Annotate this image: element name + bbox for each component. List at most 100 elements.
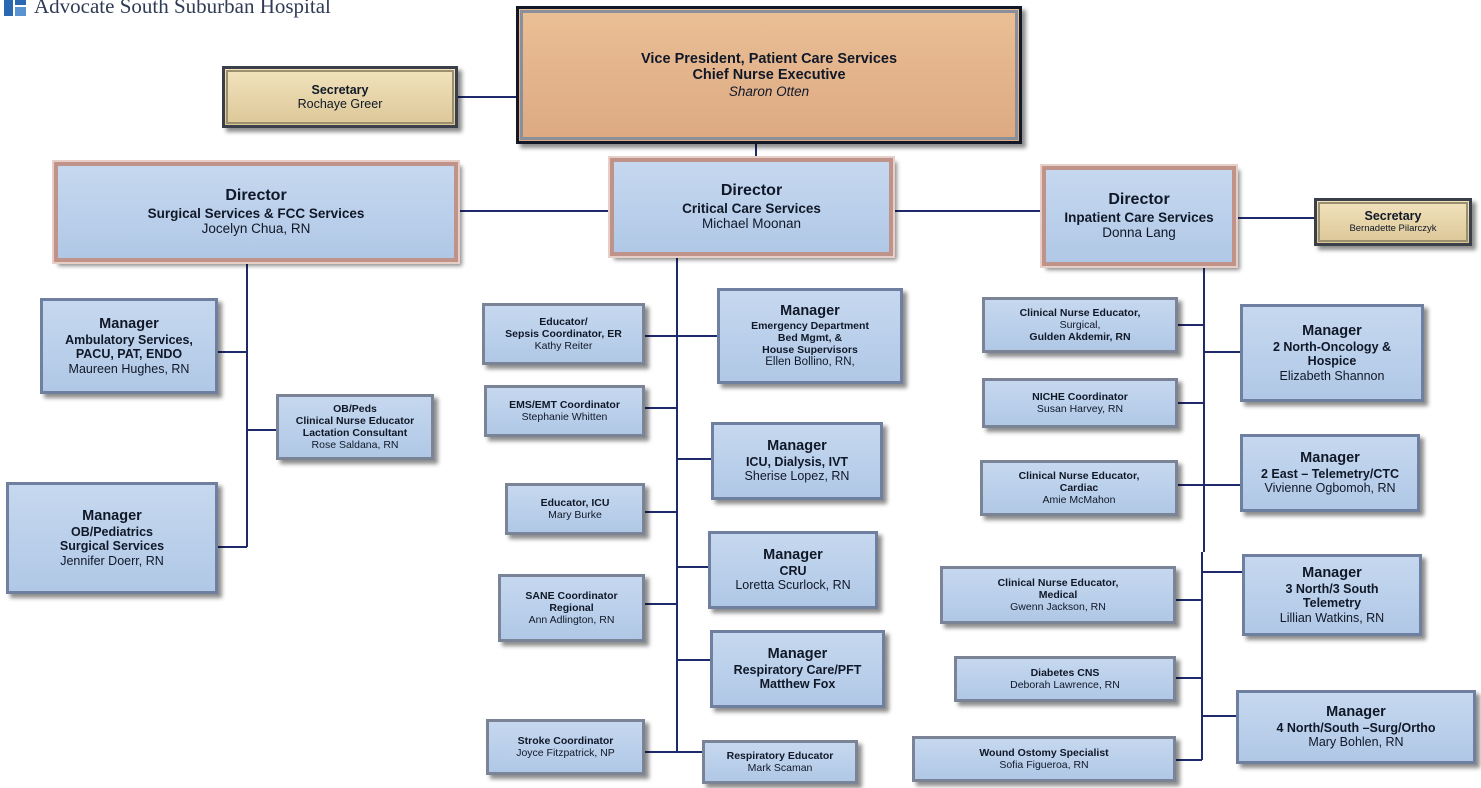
unit-line: Bed Mgmt, & (777, 331, 843, 344)
manager-respiratory-box: Manager Respiratory Care/PFT Matthew Fox (710, 630, 885, 708)
unit-line: OB/Pediatrics (71, 524, 153, 539)
manager-ambulatory-box: Manager Ambulatory Services, PACU, PAT, … (40, 298, 218, 394)
staff-name: Deborah Lawrence, RN (1010, 679, 1120, 691)
staff-name: Maureen Hughes, RN (68, 361, 190, 376)
secretary-box: Secretary Bernadette Pilarczyk (1314, 198, 1472, 246)
respiratory-educator-box: Respiratory Educator Mark Scaman (702, 740, 858, 784)
staff-name: Joyce Fitzpatrick, NP (516, 747, 615, 759)
unit-line: 2 East – Telemetry/CTC (1260, 466, 1400, 481)
staff-name: Mark Scaman (747, 762, 813, 774)
role-line: Surgical, (1059, 318, 1101, 331)
unit-line: Ambulatory Services, (65, 332, 193, 347)
role-line: Stroke Coordinator (517, 734, 614, 747)
unit-line: PACU, PAT, ENDO (75, 347, 183, 362)
secretary-name: Bernadette Pilarczyk (1349, 222, 1437, 234)
vp-title: Vice President, Patient Care Services (640, 50, 898, 67)
niche-coordinator-box: NICHE Coordinator Susan Harvey, RN (982, 378, 1178, 428)
director-department: Surgical Services & FCC Services (147, 205, 365, 221)
role-line: NICHE Coordinator (1032, 390, 1128, 403)
role-line: Respiratory Educator (726, 749, 834, 762)
secretary-name: Rochaye Greer (297, 97, 383, 111)
manager-title: Manager (780, 302, 840, 319)
manager-3north-box: Manager 3 North/3 South Telemetry Lillia… (1242, 554, 1422, 636)
staff-name: Sofia Figueroa, RN (999, 759, 1089, 771)
director-department: Critical Care Services (682, 200, 821, 216)
staff-name: Gulden Akdemir, RN (1029, 331, 1131, 344)
secretary-title: Secretary (1364, 209, 1422, 224)
vp-box: Vice President, Patient Care Services Ch… (516, 6, 1022, 144)
cne-medical-box: Clinical Nurse Educator, Medical Gwenn J… (940, 566, 1176, 624)
unit-line: CRU (779, 563, 807, 578)
staff-name: Stephanie Whitten (521, 411, 608, 423)
director-inpatient-box: Director Inpatient Care Services Donna L… (1040, 164, 1238, 268)
role-line: Sepsis Coordinator, ER (505, 327, 622, 340)
manager-title: Manager (99, 316, 159, 333)
director-title: Director (1108, 191, 1170, 209)
role-line: Regional (549, 601, 594, 614)
role-line: Clinical Nurse Educator, (1018, 469, 1140, 482)
director-surgical-box: Director Surgical Services & FCC Service… (52, 160, 460, 264)
role-line: Wound Ostomy Specialist (979, 746, 1109, 759)
director-name: Donna Lang (1102, 225, 1176, 241)
sane-coordinator-box: SANE Coordinator Regional Ann Adlington,… (498, 574, 645, 642)
unit-line: Telemetry (1302, 596, 1362, 611)
manager-title: Manager (1326, 704, 1386, 721)
obpeds-educator-box: OB/Peds Clinical Nurse Educator Lactatio… (276, 394, 434, 460)
unit-line: Hospice (1307, 354, 1357, 369)
stroke-coordinator-box: Stroke Coordinator Joyce Fitzpatrick, NP (486, 719, 645, 775)
director-title: Director (720, 182, 783, 200)
diabetes-cns-box: Diabetes CNS Deborah Lawrence, RN (954, 656, 1176, 702)
role-line: Clinical Nurse Educator (295, 414, 415, 427)
director-title: Director (225, 187, 287, 205)
manager-icu-box: Manager ICU, Dialysis, IVT Sherise Lopez… (711, 422, 883, 500)
manager-title: Manager (767, 646, 828, 663)
role-line: Clinical Nurse Educator, (997, 576, 1119, 589)
manager-title: Manager (1302, 565, 1362, 582)
manager-ob-pediatrics-box: Manager OB/Pediatrics Surgical Services … (6, 482, 218, 594)
secretary-box: Secretary Rochaye Greer (222, 66, 458, 128)
role-line: Medical (1038, 588, 1078, 601)
staff-name: Elizabeth Shannon (1279, 368, 1385, 383)
unit-line: ICU, Dialysis, IVT (745, 454, 849, 469)
staff-name: Ellen Bollino, RN, (765, 355, 855, 368)
role-line: SANE Coordinator (525, 589, 618, 602)
manager-title: Manager (763, 547, 823, 564)
manager-cru-box: Manager CRU Loretta Scurlock, RN (708, 531, 878, 609)
unit-line: Emergency Department (751, 319, 869, 332)
cne-surgical-box: Clinical Nurse Educator, Surgical, Gulde… (982, 297, 1178, 353)
hospital-name: Advocate South Suburban Hospital (34, 0, 331, 18)
manager-title: Manager (1300, 450, 1360, 467)
manager-emergency-box: Manager Emergency Department Bed Mgmt, &… (717, 288, 903, 384)
educator-icu-box: Educator, ICU Mary Burke (505, 483, 645, 535)
director-department: Inpatient Care Services (1064, 209, 1214, 225)
director-name: Jocelyn Chua, RN (201, 221, 311, 237)
staff-name: Lillian Watkins, RN (1279, 610, 1385, 625)
staff-name: Jennifer Doerr, RN (60, 553, 164, 568)
manager-2east-box: Manager 2 East – Telemetry/CTC Vivienne … (1240, 434, 1420, 512)
role-line: Cardiac (1059, 481, 1099, 494)
staff-name: Matthew Fox (759, 677, 836, 692)
ems-coordinator-box: EMS/EMT Coordinator Stephanie Whitten (484, 385, 645, 437)
role-line: OB/Peds (333, 402, 377, 415)
role-line: EMS/EMT Coordinator (509, 398, 620, 411)
wound-ostomy-box: Wound Ostomy Specialist Sofia Figueroa, … (912, 736, 1176, 782)
staff-name: Ann Adlington, RN (528, 614, 615, 627)
manager-4north-box: Manager 4 North/South –Surg/Ortho Mary B… (1236, 690, 1476, 764)
staff-name: Kathy Reiter (534, 340, 593, 353)
staff-name: Vivienne Ogbomoh, RN (1264, 481, 1396, 496)
unit-line: 2 North-Oncology & (1272, 339, 1392, 354)
unit-line: Respiratory Care/PFT (733, 662, 862, 677)
secretary-title: Secretary (311, 82, 369, 97)
role-line: Educator, ICU (540, 496, 610, 509)
staff-name: Gwenn Jackson, RN (1010, 601, 1106, 614)
educator-sepsis-box: Educator/ Sepsis Coordinator, ER Kathy R… (482, 303, 645, 365)
manager-2north-box: Manager 2 North-Oncology & Hospice Eliza… (1240, 304, 1424, 402)
staff-name: Sherise Lopez, RN (744, 469, 850, 484)
unit-line: Surgical Services (59, 539, 165, 554)
cne-cardiac-box: Clinical Nurse Educator, Cardiac Amie Mc… (980, 460, 1178, 516)
staff-name: Susan Harvey, RN (1036, 403, 1124, 415)
role-line: Diabetes CNS (1030, 666, 1100, 679)
staff-name: Rose Saldana, RN (311, 439, 399, 452)
staff-name: Amie McMahon (1042, 494, 1116, 507)
